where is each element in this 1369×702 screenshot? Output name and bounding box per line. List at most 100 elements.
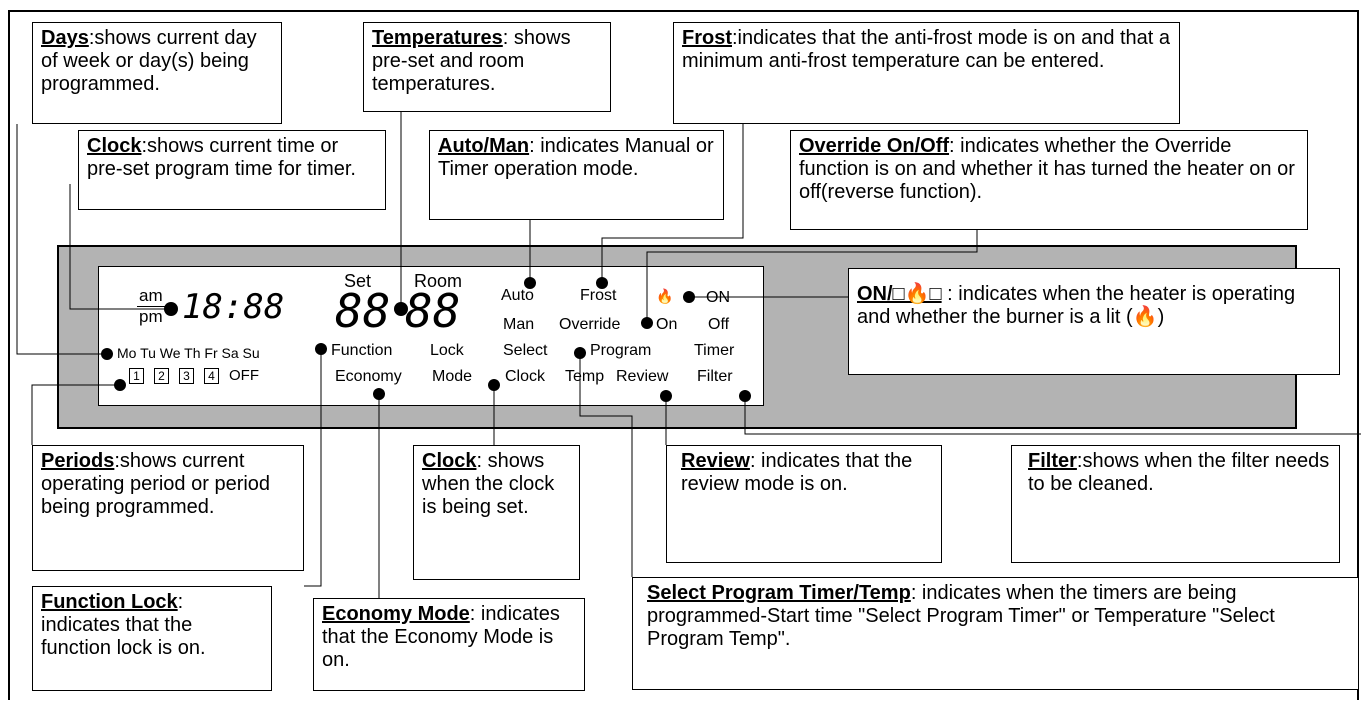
leader-filter <box>744 396 1361 435</box>
periods-off-label: OFF <box>229 367 259 384</box>
callout-filter: Filter:shows when the filter needs to be… <box>1011 445 1340 563</box>
callout-review-text: : indicates that the review mode is on. <box>681 450 913 495</box>
pm-label: pm <box>139 307 163 326</box>
leader-frost <box>601 124 744 283</box>
callout-clock-time-text: :shows current time or pre-set program t… <box>87 135 356 180</box>
diagram-frame <box>8 10 1359 700</box>
period-3-box: 3 <box>179 368 194 385</box>
callout-on-flame-title: ON/□🔥□ <box>857 283 942 305</box>
callout-frost: Frost:indicates that the anti-frost mode… <box>673 22 1180 124</box>
set-label: Set <box>344 271 372 291</box>
callout-on-flame: ON/□🔥□ : indicates when the heater is op… <box>848 268 1340 375</box>
clock-label: Clock <box>505 368 546 385</box>
dot-economy <box>373 388 385 400</box>
dot-override <box>641 317 653 329</box>
on-lower-label: On <box>656 316 678 333</box>
lcd-screen <box>98 266 764 406</box>
leader-periods <box>31 384 120 445</box>
callout-function-lock-title: Function Lock <box>41 591 178 613</box>
callout-clock-time: Clock:shows current time or pre-set prog… <box>78 130 386 210</box>
callout-override-text: : indicates whether the Override functio… <box>799 135 1295 203</box>
dot-clock-time <box>164 302 178 316</box>
callout-override-title: Override On/Off <box>799 135 950 157</box>
man-label: Man <box>503 316 535 333</box>
callout-function-lock: Function Lock: indicates that the functi… <box>32 586 272 691</box>
callout-frost-text: :indicates that the anti-frost mode is o… <box>682 27 1171 72</box>
filter-label: Filter <box>697 368 733 385</box>
leader-override <box>646 230 978 323</box>
room-label: Room <box>414 271 463 291</box>
am-pm-divider <box>137 306 165 307</box>
callout-days-title: Days <box>41 27 89 49</box>
dot-periods <box>114 379 126 391</box>
callout-economy-mode-title: Economy Mode <box>322 603 470 625</box>
callout-on-flame-text: : indicates when the heater is operating… <box>857 283 1296 328</box>
dot-on-flame <box>683 291 695 303</box>
callout-temperatures: Temperatures: shows pre-set and room tem… <box>363 22 611 112</box>
select-label: Select <box>503 342 548 359</box>
off-label: Off <box>708 316 730 333</box>
callout-select-program: Select Program Timer/Temp: indicates whe… <box>632 577 1359 690</box>
callout-review: Review: indicates that the review mode i… <box>666 445 942 563</box>
override-label: Override <box>559 316 621 333</box>
callout-select-program-title: Select Program Timer/Temp <box>647 582 911 604</box>
callout-auto-man: Auto/Man: indicates Manual or Timer oper… <box>429 130 724 220</box>
leader-select-program <box>579 353 633 577</box>
dot-auto-man <box>524 277 536 289</box>
callout-function-lock-text: : indicates that the function lock is on… <box>41 591 206 659</box>
callout-economy-mode: Economy Mode: indicates that the Economy… <box>313 598 585 691</box>
room-temp-digits: 88 <box>405 284 461 338</box>
review-label: Review <box>616 368 669 385</box>
period-4-box: 4 <box>204 368 219 385</box>
callout-filter-title: Filter <box>1028 450 1077 472</box>
mode-label: Mode <box>432 368 473 385</box>
callout-frost-title: Frost <box>682 27 732 49</box>
set-temp-digits: 88 <box>335 284 391 338</box>
callout-temperatures-text: : shows pre-set and room temperatures. <box>372 27 571 95</box>
function-label: Function <box>331 342 393 359</box>
leader-days <box>16 124 107 355</box>
dot-clock-set <box>488 379 500 391</box>
callout-clock-time-title: Clock <box>87 135 142 157</box>
temp-label: Temp <box>565 368 605 385</box>
days-row: Mo Tu We Th Fr Sa Su <box>117 345 260 361</box>
callout-clock-set-text: : shows when the clock is being set. <box>422 450 555 518</box>
callout-periods-title: Periods <box>41 450 115 472</box>
clock-digits: 18:88 <box>182 287 285 327</box>
period-1-box: 1 <box>129 368 144 385</box>
callout-review-title: Review <box>681 450 750 472</box>
callout-clock-set-title: Clock <box>422 450 477 472</box>
leader-clock-time <box>69 184 171 310</box>
timer-label: Timer <box>694 342 735 359</box>
auto-label: Auto <box>501 287 534 304</box>
am-label: am <box>139 286 163 305</box>
dot-review <box>660 390 672 402</box>
callout-economy-mode-text: : indicates that the Economy Mode is on. <box>322 603 560 671</box>
period-2-box: 2 <box>154 368 169 385</box>
callout-days: Days:shows current day of week or day(s)… <box>32 22 282 124</box>
leader-function-lock <box>304 349 322 587</box>
dot-days <box>101 348 113 360</box>
economy-label: Economy <box>335 368 402 385</box>
program-label: Program <box>590 342 652 359</box>
dot-select-program <box>574 347 586 359</box>
callout-clock-set: Clock: shows when the clock is being set… <box>413 445 580 580</box>
dot-function-lock <box>315 343 327 355</box>
dot-frost <box>596 277 608 289</box>
dot-filter <box>739 390 751 402</box>
callout-periods: Periods:shows current operating period o… <box>32 445 304 571</box>
callout-select-program-text: : indicates when the timers are being pr… <box>647 582 1275 650</box>
flame-icon: 🔥 <box>656 288 674 304</box>
lock-label: Lock <box>430 342 464 359</box>
callout-auto-man-title: Auto/Man <box>438 135 530 157</box>
callout-override: Override On/Off: indicates whether the O… <box>790 130 1308 230</box>
dot-temperatures <box>394 302 408 316</box>
callout-auto-man-text: : indicates Manual or Timer operation mo… <box>438 135 714 180</box>
callout-filter-text: :shows when the filter needs to be clean… <box>1028 450 1330 495</box>
callout-temperatures-title: Temperatures <box>372 27 503 49</box>
callout-periods-text: :shows current operating period or perio… <box>41 450 271 518</box>
callout-days-text: :shows current day of week or day(s) bei… <box>41 27 257 95</box>
frost-label: Frost <box>580 287 617 304</box>
